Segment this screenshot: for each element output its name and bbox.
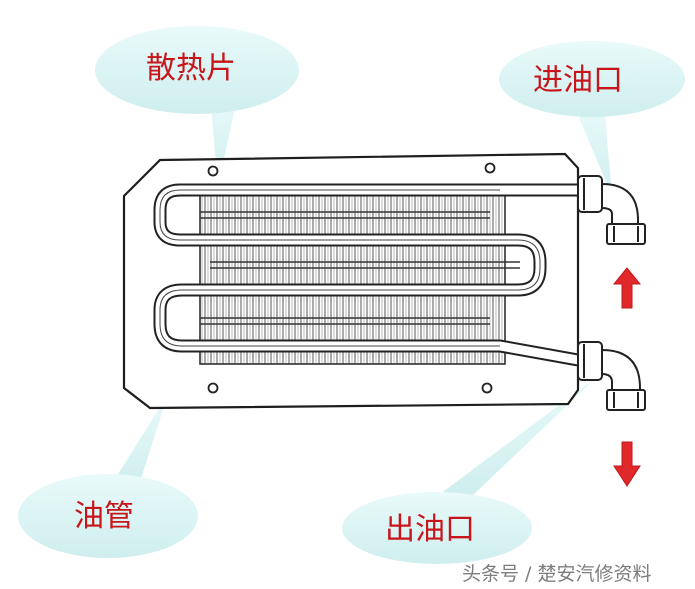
outlet-label: 出油口: [385, 512, 475, 547]
inlet-fitting: [577, 175, 646, 245]
oil-tube: [153, 183, 580, 367]
outlet-flow-arrow: [613, 441, 641, 487]
mount-hole: [207, 165, 219, 177]
inlet-label: 进油口: [533, 63, 623, 98]
label-bubble-tube: [18, 394, 198, 558]
inlet-flow-arrow: [612, 267, 642, 309]
outlet-fitting: [577, 341, 646, 411]
oil-tube-label: 油管: [74, 499, 134, 534]
mount-hole: [484, 162, 496, 174]
mount-hole: [207, 382, 219, 394]
fins-label: 散热片: [146, 51, 236, 86]
label-bubble-outlet: [342, 376, 598, 564]
label-bubble-inlet: [499, 41, 685, 196]
fin-core: [199, 189, 506, 365]
watermark-text: 头条号 / 楚安汽修资料: [462, 563, 652, 585]
mount-hole: [481, 382, 493, 394]
